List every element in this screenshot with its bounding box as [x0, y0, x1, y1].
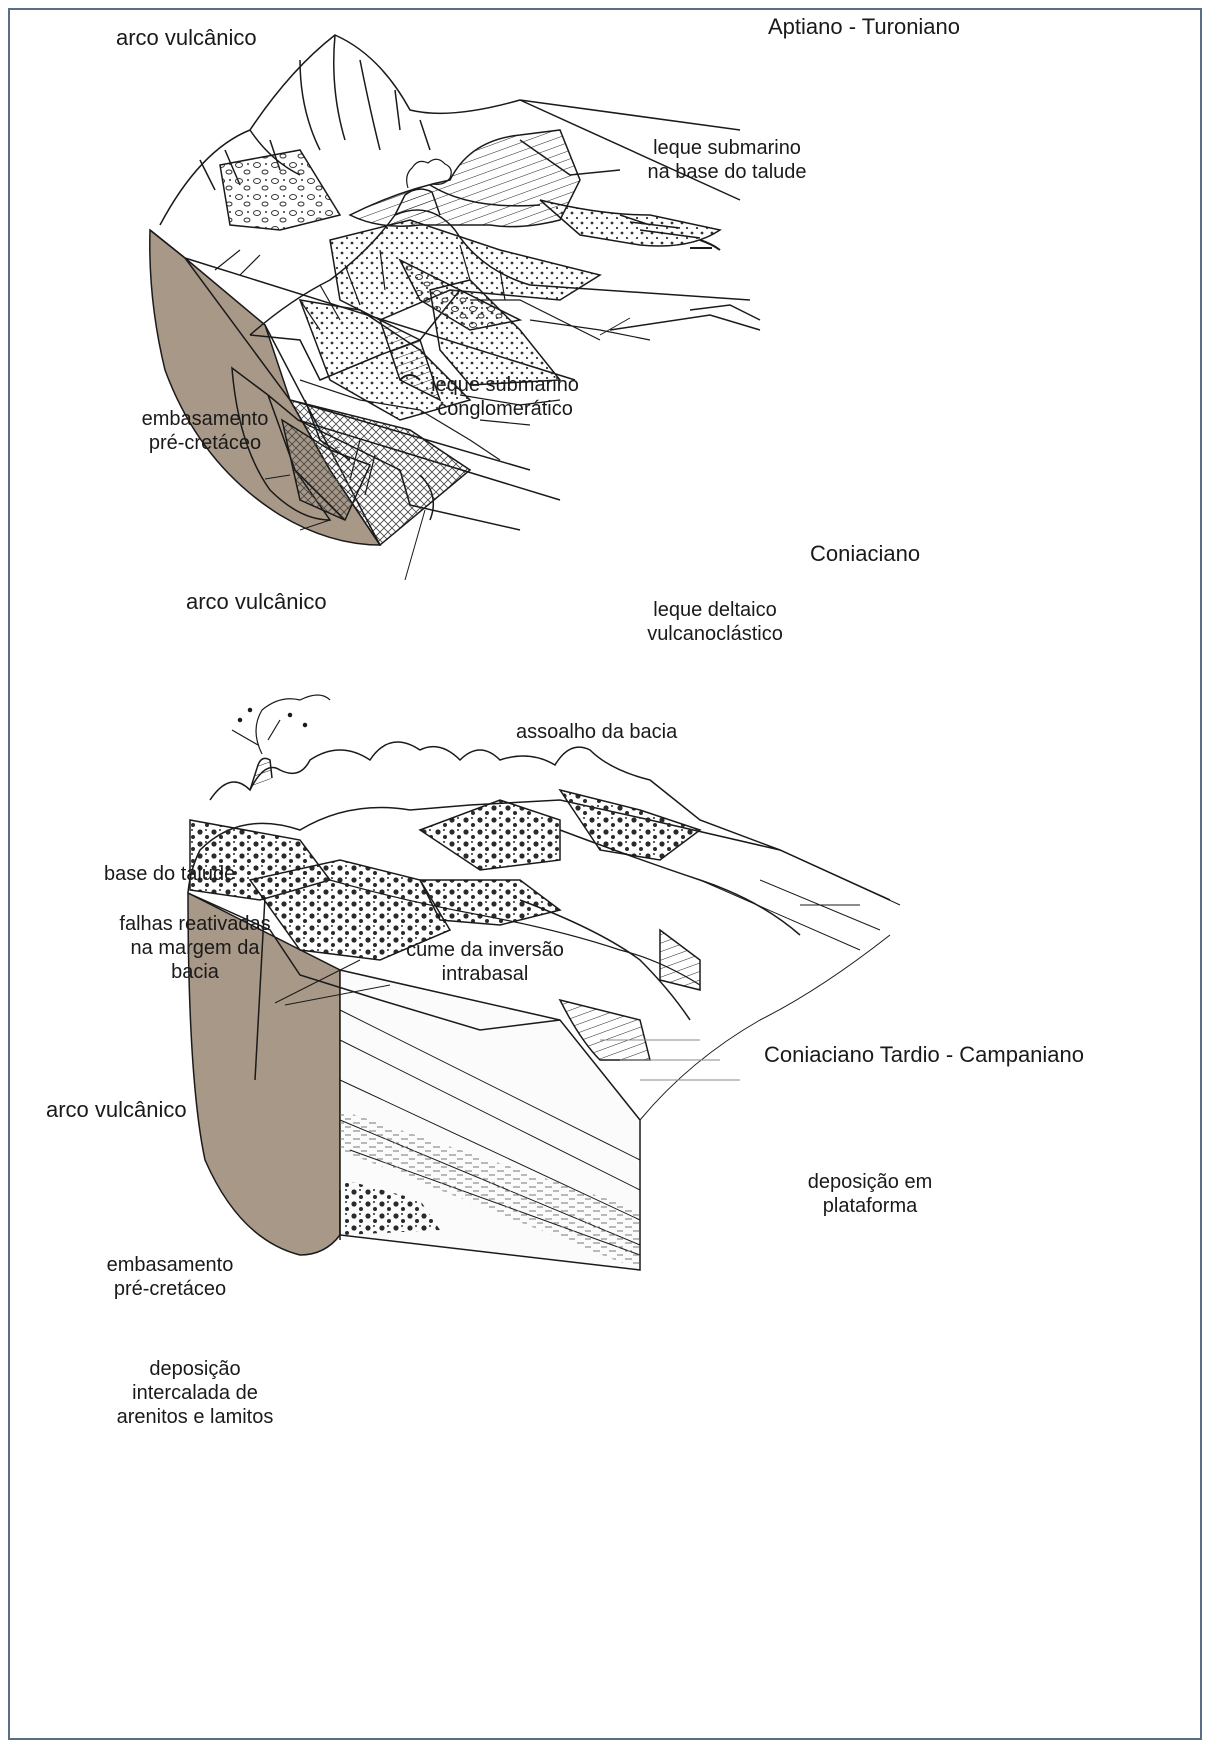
label-leque-conglomeratico-line-2: conglomerático: [425, 397, 585, 421]
label-leque-conglomeratico: leque submarino conglomerático: [425, 373, 585, 421]
label-embasamento-1-line-2: pré-cretáceo: [140, 431, 270, 455]
label-embasamento-3-line-1: embasamento: [95, 1253, 245, 1277]
label-falhas-reativadas: falhas reativadas na margem da bacia: [110, 912, 280, 984]
label-intercalada-line-3: arenitos e lamitos: [110, 1405, 280, 1429]
label-cume-line-1: cume da inversão: [395, 938, 575, 962]
label-leque-talude-line-2: na base do talude: [632, 160, 822, 184]
label-intercalada-line-1: deposição: [110, 1357, 280, 1381]
label-falhas-line-3: bacia: [110, 960, 280, 984]
panel-2-title: Coniaciano: [810, 542, 920, 566]
label-deposicao-plataforma: deposição em plataforma: [795, 1170, 945, 1218]
label-arco-vulcanico-2: arco vulcânico: [186, 590, 327, 614]
label-leque-deltaico-line-2: vulcanoclástico: [625, 622, 805, 646]
label-falhas-line-1: falhas reativadas: [110, 912, 280, 936]
label-plataforma-line-1: deposição em: [795, 1170, 945, 1194]
label-arco-vulcanico-1: arco vulcânico: [116, 26, 257, 50]
label-falhas-line-2: na margem da: [110, 936, 280, 960]
label-leque-deltaico: leque deltaico vulcanoclástico: [625, 598, 805, 646]
label-leque-deltaico-line-1: leque deltaico: [625, 598, 805, 622]
panel-1-title: Aptiano - Turoniano: [768, 15, 960, 39]
label-plataforma-line-2: plataforma: [795, 1194, 945, 1218]
label-leque-talude: leque submarino na base do talude: [632, 136, 822, 184]
label-cume-line-2: intrabasal: [395, 962, 575, 986]
label-base-talude: base do talude: [104, 862, 235, 886]
label-leque-conglomeratico-line-1: leque submarino: [425, 373, 585, 397]
label-intercalada-line-2: intercalada de: [110, 1381, 280, 1405]
label-embasamento-3-line-2: pré-cretáceo: [95, 1277, 245, 1301]
label-embasamento-1-line-1: embasamento: [140, 407, 270, 431]
panel-3-title: Coniaciano Tardio - Campaniano: [764, 1043, 1084, 1067]
label-assoalho-bacia: assoalho da bacia: [516, 720, 677, 744]
label-arco-vulcanico-3: arco vulcânico: [46, 1098, 187, 1122]
label-embasamento-3: embasamento pré-cretáceo: [95, 1253, 245, 1301]
label-leque-talude-line-1: leque submarino: [632, 136, 822, 160]
label-embasamento-1: embasamento pré-cretáceo: [140, 407, 270, 455]
label-deposicao-intercalada: deposição intercalada de arenitos e lami…: [110, 1357, 280, 1429]
label-cume-inversao: cume da inversão intrabasal: [395, 938, 575, 986]
